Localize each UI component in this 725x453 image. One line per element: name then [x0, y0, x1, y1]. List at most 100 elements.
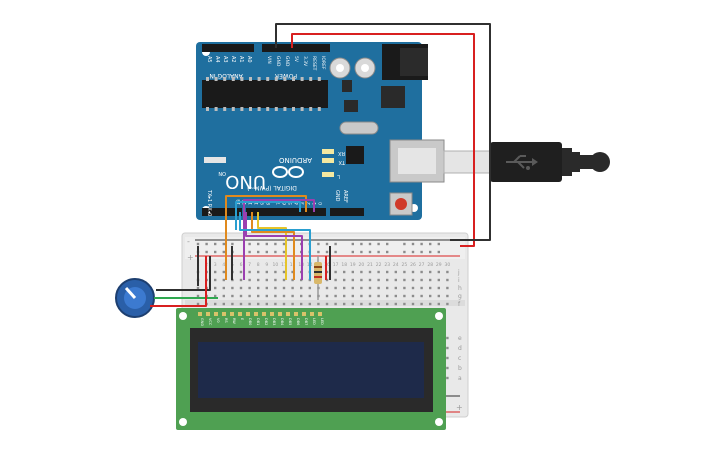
lcd-pin[interactable]: [222, 312, 226, 316]
breadboard-hole[interactable]: [325, 294, 329, 298]
breadboard-hole[interactable]: [222, 278, 225, 282]
aref-gnd-header[interactable]: [330, 208, 364, 216]
breadboard-hole[interactable]: [222, 286, 225, 290]
breadboard-hole[interactable]: [368, 286, 372, 290]
breadboard-hole[interactable]: [239, 302, 243, 306]
breadboard-hole[interactable]: [351, 242, 354, 246]
breadboard-hole[interactable]: [360, 250, 363, 254]
lcd-pin[interactable]: [198, 312, 202, 316]
breadboard-hole[interactable]: [231, 294, 234, 298]
breadboard-hole[interactable]: [351, 294, 354, 298]
lcd-pin[interactable]: [206, 312, 210, 316]
breadboard-hole[interactable]: [274, 242, 277, 246]
breadboard-hole[interactable]: [300, 286, 303, 290]
breadboard-hole[interactable]: [231, 302, 234, 306]
breadboard-hole[interactable]: [343, 294, 346, 298]
breadboard-hole[interactable]: [386, 270, 389, 274]
breadboard-hole[interactable]: [420, 242, 423, 246]
breadboard-hole[interactable]: [411, 286, 415, 290]
breadboard-hole[interactable]: [334, 278, 337, 282]
lcd-pin[interactable]: [238, 312, 242, 316]
breadboard-hole[interactable]: [368, 294, 372, 298]
breadboard-hole[interactable]: [429, 302, 432, 306]
breadboard-hole[interactable]: [403, 302, 406, 306]
breadboard-hole[interactable]: [308, 302, 311, 306]
breadboard-hole[interactable]: [394, 270, 397, 274]
lcd-pin[interactable]: [286, 312, 290, 316]
breadboard-hole[interactable]: [300, 294, 303, 298]
breadboard-hole[interactable]: [446, 356, 449, 360]
breadboard-hole[interactable]: [446, 278, 449, 282]
breadboard-hole[interactable]: [368, 270, 372, 274]
breadboard-hole[interactable]: [239, 294, 243, 298]
breadboard-hole[interactable]: [360, 286, 363, 290]
breadboard-hole[interactable]: [420, 302, 423, 306]
breadboard-hole[interactable]: [403, 294, 406, 298]
breadboard-hole[interactable]: [394, 294, 397, 298]
breadboard-hole[interactable]: [446, 294, 449, 298]
breadboard-hole[interactable]: [282, 278, 286, 282]
breadboard-hole[interactable]: [196, 242, 200, 246]
breadboard-hole[interactable]: [437, 250, 440, 254]
breadboard-hole[interactable]: [282, 286, 286, 290]
breadboard-hole[interactable]: [274, 250, 277, 254]
breadboard-hole[interactable]: [265, 294, 268, 298]
breadboard-hole[interactable]: [214, 250, 217, 254]
breadboard-hole[interactable]: [222, 250, 225, 254]
breadboard-hole[interactable]: [360, 294, 363, 298]
breadboard-hole[interactable]: [420, 294, 423, 298]
breadboard-hole[interactable]: [437, 294, 440, 298]
breadboard-hole[interactable]: [403, 270, 406, 274]
breadboard-hole[interactable]: [411, 242, 415, 246]
breadboard-hole[interactable]: [325, 242, 329, 246]
breadboard-hole[interactable]: [282, 302, 286, 306]
lcd-pin[interactable]: [278, 312, 282, 316]
breadboard-hole[interactable]: [437, 302, 440, 306]
breadboard-hole[interactable]: [265, 242, 268, 246]
breadboard-hole[interactable]: [446, 376, 449, 380]
breadboard-hole[interactable]: [334, 286, 337, 290]
breadboard-hole[interactable]: [222, 242, 225, 246]
breadboard-hole[interactable]: [231, 286, 234, 290]
breadboard-hole[interactable]: [205, 242, 208, 246]
breadboard-hole[interactable]: [437, 278, 440, 282]
resistor[interactable]: [314, 256, 322, 300]
breadboard-hole[interactable]: [274, 278, 277, 282]
lcd-pin[interactable]: [230, 312, 234, 316]
breadboard-hole[interactable]: [291, 302, 294, 306]
lcd-pin[interactable]: [262, 312, 266, 316]
breadboard-hole[interactable]: [265, 278, 268, 282]
breadboard-hole[interactable]: [291, 294, 294, 298]
breadboard-hole[interactable]: [282, 242, 286, 246]
breadboard-hole[interactable]: [257, 278, 260, 282]
breadboard-hole[interactable]: [446, 336, 449, 340]
breadboard-hole[interactable]: [274, 270, 277, 274]
breadboard-hole[interactable]: [377, 278, 380, 282]
digital-header-low[interactable]: [202, 208, 242, 216]
power-header[interactable]: [262, 44, 330, 52]
breadboard-hole[interactable]: [420, 286, 423, 290]
breadboard-hole[interactable]: [334, 250, 337, 254]
lcd-pin[interactable]: [214, 312, 218, 316]
breadboard-hole[interactable]: [368, 250, 372, 254]
breadboard-hole[interactable]: [446, 270, 449, 274]
breadboard-hole[interactable]: [351, 286, 354, 290]
breadboard-hole[interactable]: [429, 242, 432, 246]
breadboard-hole[interactable]: [420, 270, 423, 274]
breadboard-hole[interactable]: [239, 270, 243, 274]
breadboard-hole[interactable]: [446, 302, 449, 306]
breadboard-hole[interactable]: [429, 270, 432, 274]
breadboard-hole[interactable]: [308, 294, 311, 298]
breadboard-hole[interactable]: [360, 242, 363, 246]
breadboard-hole[interactable]: [308, 286, 311, 290]
breadboard-hole[interactable]: [257, 250, 260, 254]
breadboard-hole[interactable]: [205, 250, 208, 254]
breadboard-hole[interactable]: [360, 302, 363, 306]
breadboard-hole[interactable]: [214, 278, 217, 282]
wires[interactable]: [150, 23, 491, 307]
breadboard-hole[interactable]: [368, 242, 372, 246]
breadboard-hole[interactable]: [317, 250, 320, 254]
breadboard-hole[interactable]: [222, 302, 225, 306]
